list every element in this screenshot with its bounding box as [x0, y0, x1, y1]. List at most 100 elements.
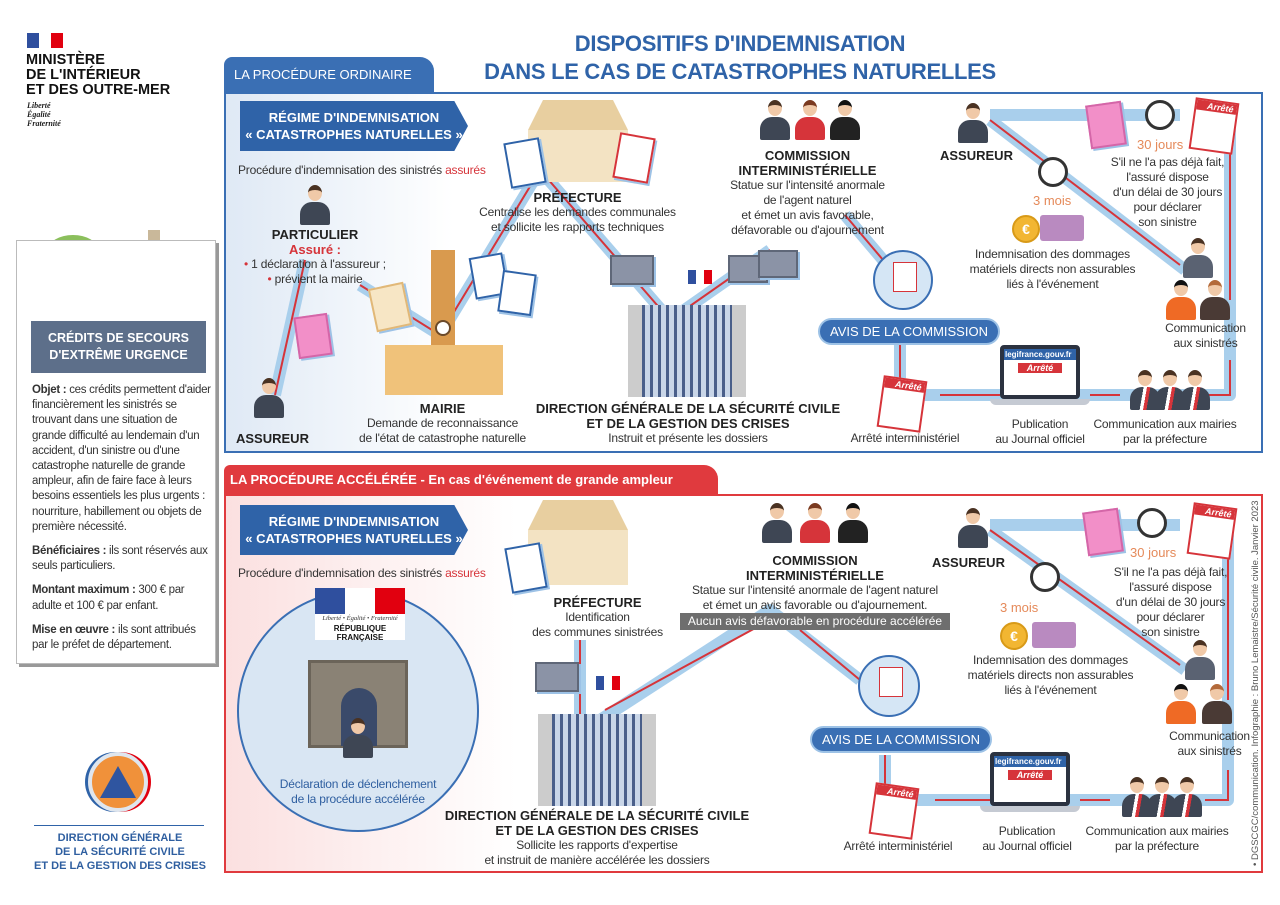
folder-icon — [758, 250, 798, 278]
days-text: l'assuré dispose — [1129, 580, 1212, 594]
bullet-item: prévient la mairie — [274, 272, 363, 286]
republique-francaise-logo: Liberté • Égalité • Fraternité RÉPUBLIQU… — [315, 588, 405, 642]
laptop-base — [990, 399, 1090, 405]
folder-icon — [610, 255, 654, 285]
publication-text: Publication — [998, 824, 1056, 838]
arrete-badge: Arrêté — [1018, 363, 1062, 373]
days-text: l'assuré dispose — [1126, 170, 1209, 184]
dgscgc-gate-icon — [628, 305, 746, 397]
banner-line: « CATASTROPHES NATURELLES » — [245, 531, 463, 546]
accelerated-communication-sinistres: Communication aux sinistrés — [1152, 729, 1267, 759]
item-text: ils sont attribués par le préfet de dépa… — [32, 623, 196, 652]
commission-member-icon — [838, 503, 868, 543]
dgscgc-text: Sollicite les rapports d'expertise — [516, 838, 678, 852]
commission-title: COMMISSION — [772, 553, 858, 568]
french-flag-icon — [688, 270, 712, 284]
item-text: 300 € par adulte et 100 € par enfant. — [32, 584, 185, 612]
credit-item-amount: Montant maximum : 300 € par adulte et 10… — [32, 583, 212, 613]
ordinary-days-text: S'il ne l'a pas déjà fait, l'assuré disp… — [1085, 155, 1250, 230]
commission-title: INTERMINISTÉRIELLE — [738, 163, 877, 178]
prefecture-block: PRÉFECTURE Centralise les demandes commu… — [470, 190, 685, 235]
mairie-block: MAIRIE Demande de reconnaissance de l'ét… — [340, 401, 545, 446]
clock-icon — [1145, 100, 1175, 130]
arrete-badge: Arrêté — [1194, 504, 1236, 520]
mayor-person-icon — [1172, 777, 1202, 817]
procedure-text: Procédure d'indemnisation des sinistrés — [238, 566, 446, 580]
commission-member-icon — [795, 100, 825, 140]
communication-text: Communication — [1169, 729, 1250, 743]
ordinary-communication-sinistres: Communication aux sinistrés — [1148, 321, 1263, 351]
accelerated-flow-arrows — [579, 529, 1229, 801]
days-text: son sinistre — [1141, 625, 1200, 639]
euro-coin-icon: € — [1012, 215, 1040, 243]
item-label: Montant maximum : — [32, 584, 136, 597]
communication-text: aux sinistrés — [1173, 336, 1238, 350]
commission-title: COMMISSION — [764, 148, 851, 163]
mayor-person-icon — [1147, 777, 1177, 817]
mayor-person-icon — [1180, 370, 1210, 410]
item-label: Bénéficiaires : — [32, 545, 107, 558]
motto-line: Fraternité — [27, 119, 61, 128]
arrete-document-icon: Arrêté — [1186, 502, 1238, 560]
box-title-line: CRÉDITS DE SECOURS — [48, 331, 189, 345]
procedure-highlight: assurés — [445, 163, 486, 177]
motto-line: Liberté — [27, 101, 51, 110]
commission-member-icon — [800, 503, 830, 543]
communication-mairies-text: par la préfecture — [1123, 432, 1207, 446]
marianne-flag-logo — [27, 33, 63, 48]
bullet-item: 1 déclaration à l'assureur ; — [251, 257, 386, 271]
clock-icon — [1137, 508, 1167, 538]
indemn-text: liés à l'événement — [1004, 683, 1097, 697]
days-text: d'un délai de 30 jours — [1115, 595, 1226, 609]
credit-item-beneficiaries: Bénéficiaires : ils sont réservés aux se… — [32, 544, 212, 574]
laptop-base — [980, 806, 1080, 812]
victim-person-icon — [1166, 684, 1196, 724]
french-flag-icon — [596, 676, 620, 690]
ordinary-indemnisation-text: Indemnisation des dommages matériels dir… — [960, 247, 1145, 292]
days-text: pour déclarer — [1133, 200, 1202, 214]
folder-icon — [535, 662, 579, 692]
logo-divider — [34, 825, 204, 826]
accelerated-arrete-text: Arrêté interministériel — [843, 839, 953, 853]
commission-text: et émet un avis favorable, — [741, 208, 874, 222]
item-label: Mise en œuvre : — [32, 623, 116, 636]
dgscgc-title: DIRECTION GÉNÉRALE DE LA SÉCURITÉ CIVILE — [444, 808, 750, 823]
assureur-right-label: ASSUREUR — [940, 148, 1013, 163]
commission-text: de l'agent naturel — [763, 193, 852, 207]
prefecture-text: et sollicite les rapports techniques — [491, 220, 664, 234]
prefecture-text: Identification — [565, 610, 630, 624]
declaration-document-icon — [1082, 507, 1124, 557]
publication-text: Publication — [1011, 417, 1069, 431]
victim-person-icon — [1200, 280, 1230, 320]
prefecture-text: des communes sinistrées — [532, 625, 663, 639]
accelerated-avis-label: AVIS DE LA COMMISSION — [810, 726, 992, 753]
title-line: DANS LE CAS DE CATASTROPHES NATURELLES — [484, 59, 996, 84]
banner-line: « CATASTROPHES NATURELLES » — [245, 127, 463, 142]
emergency-credits-box — [16, 240, 216, 664]
commission-member-icon — [830, 100, 860, 140]
accelerated-regime-banner: RÉGIME D'INDEMNISATION« CATASTROPHES NAT… — [240, 505, 468, 555]
accelerated-communication-mairies: Communication aux mairies par la préfect… — [1082, 824, 1232, 854]
prefecture-title: PRÉFECTURE — [533, 190, 622, 205]
prefecture-title: PRÉFECTURE — [553, 595, 642, 610]
rf-name: RÉPUBLIQUE FRANÇAISE — [333, 624, 387, 642]
indemn-text: Indemnisation des dommages — [973, 653, 1128, 667]
commission-title: INTERMINISTÉRIELLE — [746, 568, 884, 583]
ordinary-tab: LA PROCÉDURE ORDINAIRE — [224, 57, 434, 93]
dgscgc-block: DIRECTION GÉNÉRALE DE LA SÉCURITÉ CIVILE… — [528, 401, 848, 446]
dgscgc-text: Instruit et présente les dossiers — [608, 431, 768, 445]
commission-text: et émet un avis favorable ou d'ajourneme… — [702, 598, 928, 612]
victim-person-icon — [1185, 640, 1215, 680]
mairie-title: MAIRIE — [419, 401, 466, 416]
commission-text: Statue sur l'intensité anormale de l'age… — [691, 583, 939, 597]
ordinary-avis-label: AVIS DE LA COMMISSION — [818, 318, 1000, 345]
publication-text: au Journal officiel — [995, 432, 1085, 446]
credit-item-implementation: Mise en œuvre : ils sont attribués par l… — [32, 623, 212, 653]
arrete-document-icon: Arrêté — [868, 782, 920, 840]
particulier-block: PARTICULIER Assuré : • 1 déclaration à l… — [235, 227, 395, 287]
rf-motto: Liberté • Égalité • Fraternité — [322, 615, 398, 622]
signing-hands-icon — [873, 250, 933, 310]
clock-icon — [1030, 562, 1060, 592]
dgscgc-logo-text: DIRECTION GÉNÉRALE DE LA SÉCURITÉ CIVILE… — [20, 831, 220, 873]
